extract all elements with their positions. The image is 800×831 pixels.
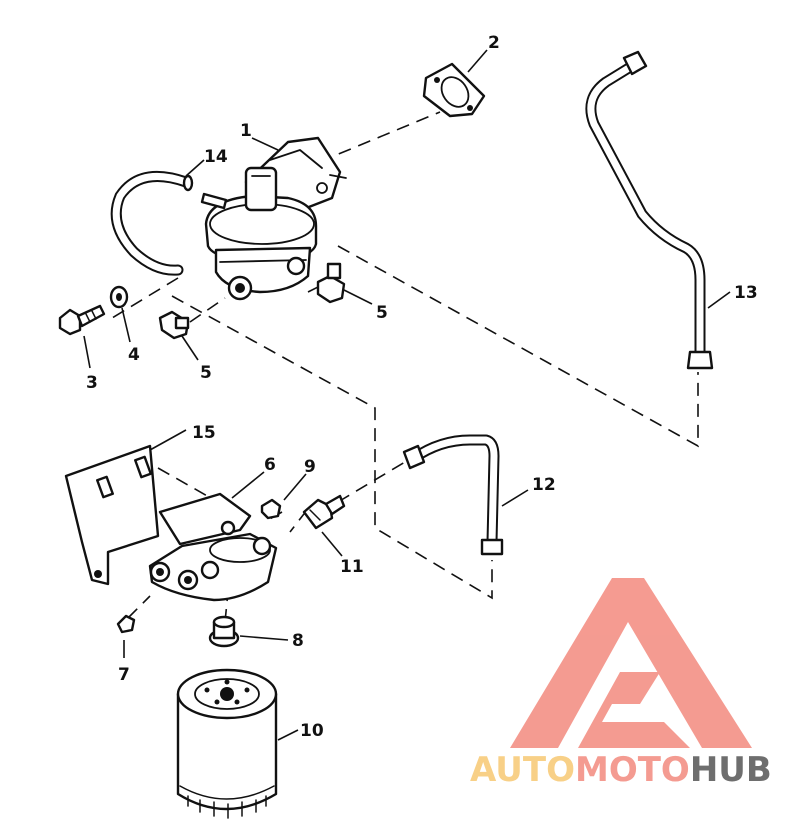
callout-15: 15 [192,423,216,443]
gasket-part [422,62,486,118]
callout-4: 4 [128,345,140,365]
callout-2: 2 [488,33,500,53]
elbow-fitting-left-part [158,310,190,340]
callout-12: 12 [532,475,556,495]
watermark-triangle-outer [510,578,752,748]
callout-8: 8 [292,631,304,651]
callout-1: 1 [240,121,252,141]
mounting-bracket-part [64,444,160,586]
callout-11: 11 [340,557,364,577]
watermark-triangle-inner [578,672,690,748]
callout-9: 9 [304,457,316,477]
callout-numbers: 1 2 14 3 4 5 5 13 15 6 9 12 11 7 8 10 [86,33,758,741]
watermark-text-moto: MOTO [575,750,690,790]
filter-adapter-part [148,492,278,602]
watermark-logo: AUTOMOTOHUB [470,578,772,790]
filter-element-part [176,668,278,819]
sender-part [302,494,346,530]
vent-hose-part [110,170,194,276]
adapter-fitting-part [208,615,240,648]
watermark-text-hub: HUB [690,750,772,790]
callout-10: 10 [300,721,324,741]
callout-7: 7 [118,665,130,685]
lock-washer-part [109,285,129,309]
callout-13: 13 [734,283,758,303]
fuel-line-short-part [402,434,504,556]
callout-5-right: 5 [376,303,388,323]
callout-5-left: 5 [200,363,212,383]
callout-6: 6 [264,455,276,475]
bolt-part [58,304,106,336]
elbow-fitting-right-part [316,262,346,304]
fuel-pump-part [200,136,347,301]
callout-3: 3 [86,373,98,393]
callout-14: 14 [204,147,228,167]
callout-leaders [83,49,731,741]
drain-plug-part [116,614,136,634]
fuel-line-long-part [585,50,714,370]
svg-text:AUTOMOTOHUB: AUTOMOTOHUB [470,750,772,790]
pipe-plug-part [260,498,282,520]
watermark-text-auto: AUTO [470,750,575,790]
